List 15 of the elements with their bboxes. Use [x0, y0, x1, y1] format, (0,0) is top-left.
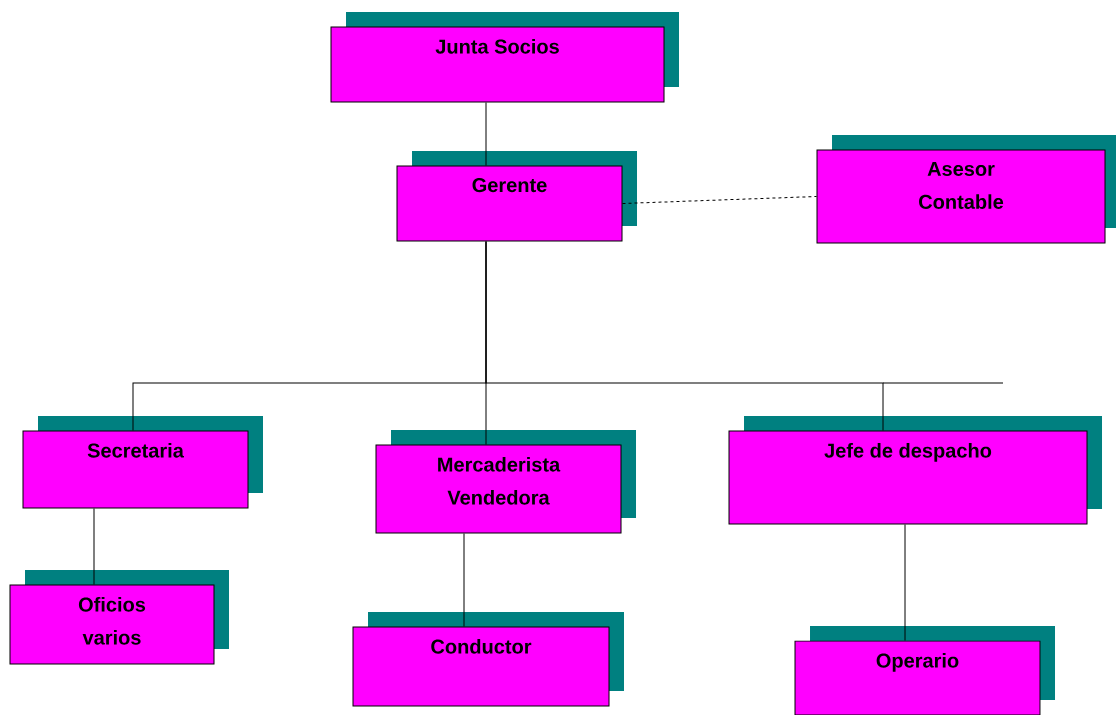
org-box: Oficios varios — [9, 570, 229, 665]
org-box: Secretaria — [22, 416, 263, 509]
org-box: Mercaderista Vendedora — [375, 430, 636, 534]
connector-line — [485, 102, 487, 166]
connector-line — [93, 508, 95, 585]
connector-line — [904, 524, 906, 641]
connector-line — [622, 196, 817, 204]
connector-line — [485, 241, 884, 431]
org-box: Asesor Contable — [816, 135, 1116, 244]
org-box: Operario — [794, 626, 1055, 715]
org-box: Jefe de despacho — [728, 416, 1102, 525]
org-box: Gerente — [396, 151, 637, 242]
connector-line — [463, 533, 465, 627]
org-box: Conductor — [352, 612, 624, 707]
org-box: Junta Socios — [330, 12, 679, 103]
